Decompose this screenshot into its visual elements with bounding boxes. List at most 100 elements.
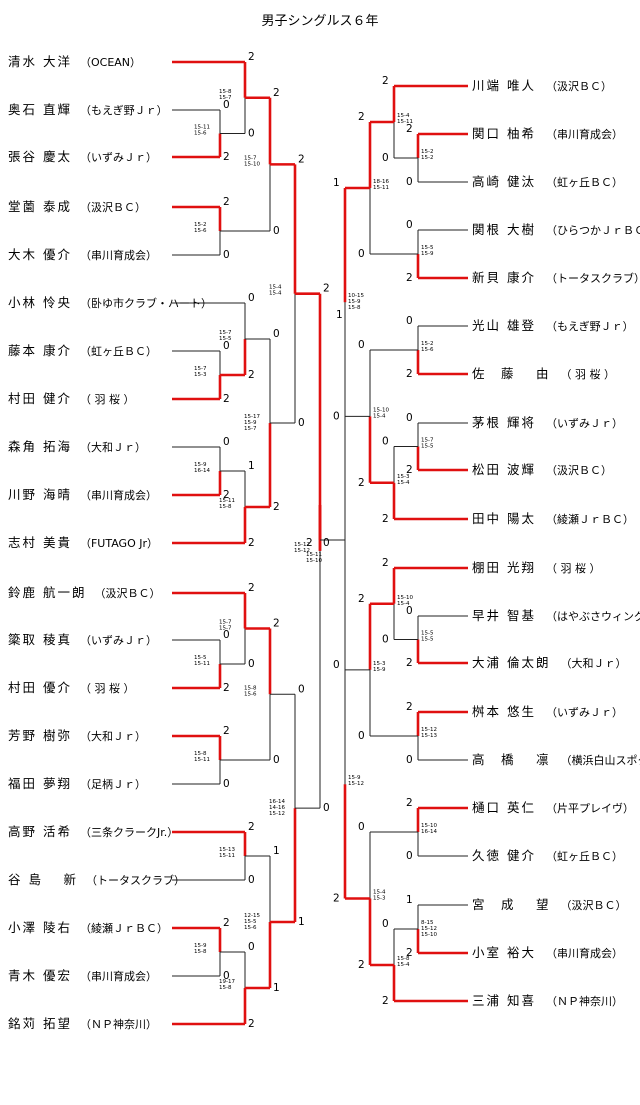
- right-player-entry: 高 橋 凛（横浜白山スポタ）: [472, 752, 640, 769]
- player-name: 大浦 倫太朗: [472, 655, 551, 670]
- player-team: （足柄Ｊｒ）: [79, 778, 146, 791]
- player-team: （いずみＪｒ）: [545, 417, 623, 430]
- game-score: 15-4: [397, 113, 410, 119]
- game-score: 15-5: [421, 245, 434, 251]
- player-name: 関根 大樹: [472, 222, 536, 237]
- game-score: 16-14: [269, 799, 285, 805]
- player-name: 簗取 稜真: [8, 632, 72, 647]
- game-score: 15-9: [373, 667, 386, 673]
- player-team: （三条クラークJr.）: [79, 826, 179, 839]
- game-score: 15-8: [397, 956, 410, 962]
- player-team: （ひらつかＪｒＢＣ）: [545, 224, 640, 237]
- match-result-bottom: 2: [248, 537, 255, 549]
- game-score: 15-7: [219, 95, 232, 101]
- player-team: （はやぶさウィングス）: [545, 610, 640, 623]
- match-result-bottom: 0: [406, 850, 413, 862]
- match-result-bottom: 2: [406, 657, 413, 669]
- game-score: 15-8: [194, 751, 207, 757]
- match-result-bottom: 0: [298, 417, 305, 429]
- player-team: （綾瀬ＪｒＢＣ）: [545, 513, 634, 526]
- match-result-top: 0: [248, 941, 255, 953]
- game-score: 15-4: [269, 291, 282, 297]
- left-player-entry: 小林 怜央（卧ゆ市クラブ・ハート）: [8, 295, 212, 312]
- game-score: 15-3: [397, 474, 410, 480]
- player-name: 川野 海晴: [8, 487, 72, 502]
- game-score: 15-5: [421, 444, 434, 450]
- right-player-entry: 高崎 健汰 （虹ヶ丘ＢＣ）: [472, 174, 623, 191]
- game-score: 15-9: [348, 299, 361, 305]
- player-team: （虹ヶ丘ＢＣ）: [79, 345, 157, 358]
- final-result-left: 2: [306, 537, 313, 549]
- match-result-bottom: 0: [248, 658, 255, 670]
- player-team: （汲沢ＢＣ）: [94, 587, 161, 600]
- player-name: 小室 裕大: [472, 945, 536, 960]
- player-team: （ 羽 桜 ）: [545, 562, 601, 575]
- match-result-top: 0: [358, 339, 365, 351]
- player-team: （ 羽 桜 ）: [79, 393, 135, 406]
- match-result-bottom: 0: [358, 248, 365, 260]
- player-name: 樋口 英仁: [472, 800, 536, 815]
- game-score: 15-2: [421, 341, 433, 347]
- player-name: 小林 怜央: [8, 295, 72, 310]
- player-name: 高崎 健汰: [472, 174, 536, 189]
- match-result-bottom: 2: [358, 477, 365, 489]
- page-title: 男子シングルス６年: [261, 14, 379, 29]
- match-result-top: 1: [333, 177, 340, 189]
- match-result-bottom: 2: [406, 272, 413, 284]
- right-player-entry: 関口 柚希（串川育成会）: [472, 126, 623, 143]
- final-game-score: 15-10: [306, 558, 322, 564]
- player-team: （いずみＪｒ）: [79, 634, 157, 647]
- player-name: 鈴鹿 航一朗: [8, 585, 87, 600]
- left-player-entry: 小澤 陵右（綾瀬ＪｒＢＣ）: [8, 920, 168, 937]
- player-name: 光山 雄登: [472, 318, 536, 333]
- game-score: 15-3: [194, 372, 207, 378]
- player-team: （大和Ｊｒ）: [560, 657, 627, 670]
- game-score: 15-8: [219, 985, 232, 991]
- player-team: （ＮＰ神奈川）: [79, 1018, 157, 1031]
- player-name: 福田 夢翔: [8, 776, 72, 791]
- player-name: 佐 藤 由: [472, 366, 551, 381]
- player-team: （ 羽 桜 ）: [79, 682, 135, 695]
- game-score: 15-3: [373, 896, 386, 902]
- match-result-top: 2: [223, 917, 230, 929]
- game-score: 15-4: [373, 890, 386, 896]
- player-name: 奥石 直輝: [8, 102, 72, 117]
- game-score: 15-12: [348, 781, 364, 787]
- match-result-top: 2: [248, 821, 255, 833]
- match-result-top: 0: [358, 821, 365, 833]
- match-result-top: 0: [406, 219, 413, 231]
- match-result-bottom: 0: [248, 874, 255, 886]
- right-player-entry: 宮 成 望（汲沢ＢＣ）: [472, 897, 626, 914]
- match-result-top: 0: [333, 659, 340, 671]
- right-player-entry: 川端 唯人（汲沢ＢＣ）: [472, 78, 612, 95]
- game-score: 15-9: [194, 462, 207, 468]
- left-player-entry: 高野 活希（三条クラークJr.）: [8, 824, 178, 841]
- game-score: 15-5: [194, 655, 207, 661]
- player-name: 森角 拓海: [8, 439, 72, 454]
- match-result-top: 0: [223, 340, 230, 352]
- left-player-entry: 銘苅 拓望（ＮＰ神奈川）: [8, 1016, 157, 1033]
- player-team: （ 羽 桜 ）: [560, 368, 615, 381]
- game-score: 15-2: [421, 155, 433, 161]
- game-score: 15-7: [244, 155, 257, 161]
- game-score: 18-16: [373, 179, 389, 185]
- match-result-top: 2: [406, 123, 413, 135]
- match-result-top: 2: [223, 196, 230, 208]
- right-player-entry: 新貝 康介（トータスクラブ）: [472, 270, 640, 287]
- player-team: （汲沢ＢＣ）: [560, 899, 627, 912]
- player-team: （虹ヶ丘ＢＣ）: [545, 176, 623, 189]
- player-name: 棚田 光翔: [472, 560, 536, 575]
- player-name: 清水 大洋: [8, 54, 72, 69]
- left-player-entry: 大木 優介（串川育成会）: [8, 247, 157, 264]
- player-team: （トータスクラブ）: [545, 272, 640, 285]
- match-result-bottom: 2: [333, 893, 340, 905]
- game-score: 15-8: [219, 504, 232, 510]
- left-player-entry: 村田 健介（ 羽 桜 ）: [8, 391, 134, 408]
- player-team: （横浜白山スポタ）: [560, 754, 640, 767]
- left-player-entry: 福田 夢翔 （足柄Ｊｒ）: [8, 776, 146, 793]
- match-result-bottom: 2: [406, 464, 413, 476]
- game-score: 15-4: [373, 413, 386, 419]
- game-score: 15-6: [194, 131, 207, 137]
- game-score: 15-12: [421, 727, 437, 733]
- match-result-bottom: 0: [382, 152, 389, 164]
